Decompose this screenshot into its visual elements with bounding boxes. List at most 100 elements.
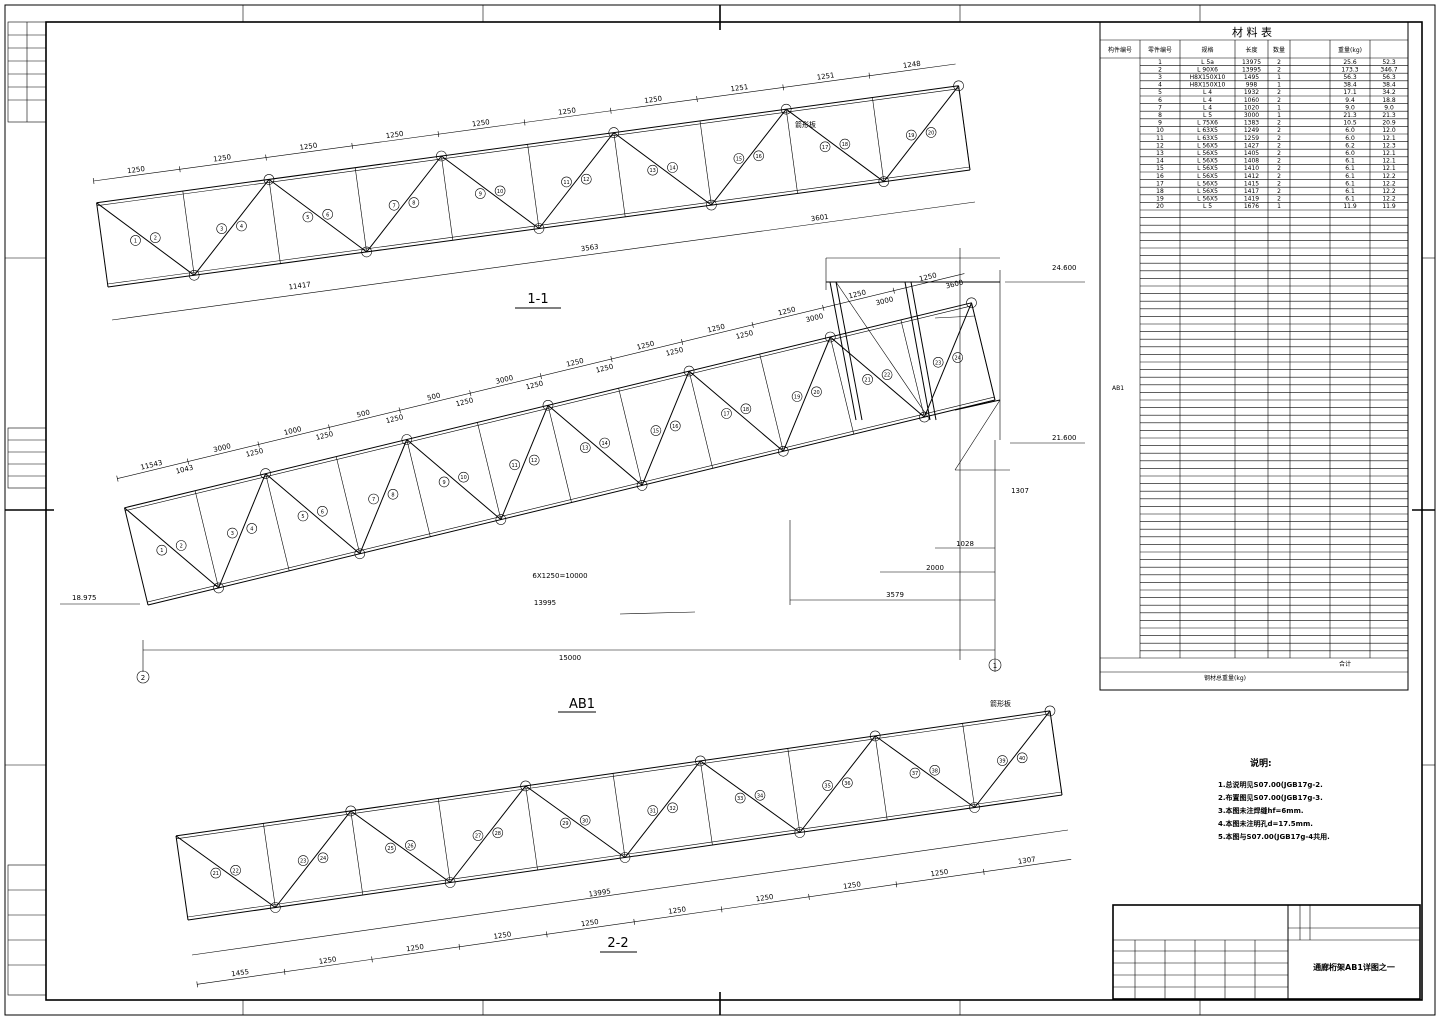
vertical-member — [958, 85, 971, 171]
table-cell: 12.2 — [1382, 180, 1396, 187]
part-number: 15 — [736, 157, 742, 163]
table-cell: 6.1 — [1345, 180, 1355, 187]
part-balloon — [667, 802, 678, 814]
vertical-member — [759, 354, 784, 452]
table-cell: 1060 — [1244, 97, 1259, 104]
table-cell: 6.0 — [1345, 135, 1355, 142]
notes-block: 说明: 1.总说明见S07.00(JGB17g-2. 2.布置图见S07.00(… — [1218, 757, 1330, 841]
dimension-value: 1250 — [755, 893, 774, 903]
part-balloon — [925, 127, 937, 138]
table-cell: 2 — [1277, 127, 1281, 134]
vertical-member — [441, 155, 454, 241]
elev-21600: 21.600 — [1052, 434, 1077, 442]
part-number: 14 — [602, 441, 608, 447]
part-number: 31 — [650, 809, 656, 815]
part-number: 39 — [999, 759, 1005, 765]
part-balloon — [734, 792, 746, 804]
dimension-value: 3000 — [875, 295, 894, 307]
part-number: 6 — [321, 509, 324, 515]
table-cell: 2 — [1277, 173, 1281, 180]
dimension-tick — [458, 943, 461, 950]
dim-3579: 3579 — [886, 591, 904, 599]
part-number: 35 — [824, 784, 830, 790]
table-cell: 1 — [1277, 74, 1281, 81]
notes-heading: 说明: — [1250, 757, 1272, 769]
dimension-value: 1251 — [816, 71, 835, 81]
part-balloon — [1016, 752, 1028, 764]
dimension-value: 1250 — [707, 323, 726, 335]
title-block: 通廊桁架AB1详图之一 — [1112, 904, 1421, 1000]
table-cell: 1495 — [1244, 74, 1259, 81]
part-balloon — [408, 197, 420, 208]
part-number: 7 — [393, 203, 396, 209]
diagonal-member — [124, 507, 219, 589]
part-balloon — [579, 814, 591, 826]
table-cell: 6.2 — [1345, 142, 1355, 149]
part-balloon — [302, 211, 314, 223]
table-cell: L 63X5 — [1197, 135, 1218, 142]
table-cell: L 56X5 — [1197, 165, 1218, 172]
part-balloon — [580, 173, 592, 185]
diagonal-member — [883, 85, 959, 183]
table-cell: 11.9 — [1382, 203, 1396, 210]
material-table-total: 合计 — [1339, 660, 1351, 668]
table-cell: L 5a — [1201, 59, 1214, 66]
table-cell: 8 — [1158, 112, 1162, 119]
diagonal-member — [175, 835, 276, 908]
table-cell: 1412 — [1244, 173, 1259, 180]
material-table-title: 材 料 表 — [1232, 25, 1272, 39]
table-cell: 5 — [1158, 89, 1162, 96]
overall-dimension-line — [191, 829, 1069, 956]
binding-strip — [7, 21, 47, 996]
gusset-plate — [869, 730, 881, 742]
table-header-cell: 长度 — [1245, 46, 1257, 54]
vertical-member — [477, 422, 502, 520]
elev-18975: 18.975 — [72, 594, 97, 602]
part-balloon — [230, 864, 241, 876]
table-cell: 6.0 — [1345, 150, 1355, 157]
dimension-value: 3600 — [945, 278, 964, 290]
dimension-value: 500 — [356, 408, 371, 419]
vertical-member — [618, 388, 643, 486]
gusset-plate — [878, 176, 890, 187]
diagonal-member — [350, 810, 451, 883]
gusset-plate — [969, 802, 980, 813]
dimension-value: 1250 — [565, 357, 584, 369]
table-cell: 2 — [1277, 142, 1281, 149]
table-cell: 52.3 — [1382, 59, 1396, 66]
gusset-plate — [495, 514, 507, 525]
diagonal-member — [613, 132, 712, 206]
dimension-value: 1250 — [644, 95, 663, 105]
dimension-value: 3000 — [213, 442, 232, 454]
table-cell: 12.2 — [1382, 173, 1396, 180]
part-number: 12 — [583, 177, 589, 183]
dimension-value: 1250 — [525, 379, 544, 391]
vertical-member — [263, 823, 276, 908]
part-number: 5 — [306, 215, 309, 221]
gusset-plate — [1044, 705, 1056, 717]
part-balloon — [494, 185, 506, 197]
part-balloon — [811, 386, 822, 398]
table-cell: 12.1 — [1382, 158, 1396, 165]
table-cell: 12.2 — [1382, 196, 1396, 203]
table-cell: 998 — [1246, 82, 1258, 89]
part-balloon — [791, 391, 803, 402]
table-cell: 2 — [1277, 66, 1281, 73]
table-cell: 12.1 — [1382, 135, 1396, 142]
part-balloon — [210, 867, 222, 879]
dimension-value: 11417 — [288, 281, 311, 292]
dimension-value: 1250 — [245, 447, 264, 459]
table-cell: 6.1 — [1345, 173, 1355, 180]
table-cell: 17.1 — [1343, 89, 1357, 96]
table-cell: 38.4 — [1382, 82, 1396, 89]
part-number: 5 — [301, 514, 304, 520]
dimension-value: 1250 — [127, 165, 146, 175]
dimension-value: 1000 — [283, 425, 302, 437]
vertical-member — [525, 785, 538, 871]
table-cell: 3 — [1158, 74, 1162, 81]
part-balloon — [246, 523, 258, 534]
dimension-value: 1250 — [636, 340, 655, 352]
diagonal-member — [500, 405, 549, 520]
table-cell: 2 — [1277, 135, 1281, 142]
note-4: 4.本图未注明孔d=17.5mm. — [1218, 819, 1313, 828]
